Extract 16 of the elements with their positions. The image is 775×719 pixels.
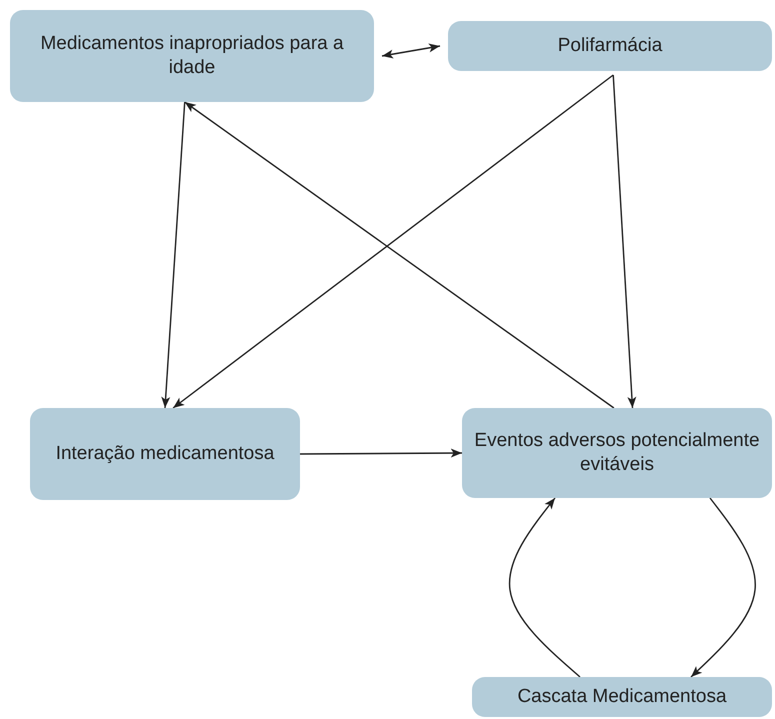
process-box xyxy=(448,21,772,71)
arrow xyxy=(508,498,580,678)
arrow xyxy=(690,498,756,678)
node-label: Polifarmácia xyxy=(558,34,662,58)
process-box xyxy=(462,408,772,498)
node-label: Medicamentos inapropriados para a idade xyxy=(39,32,345,80)
process-box xyxy=(472,677,772,717)
node-label: Interação medicamentosa xyxy=(56,442,274,466)
node-label: Eventos adversos potencialmente evitáveis xyxy=(473,429,761,477)
arrow xyxy=(612,74,636,408)
process-box xyxy=(30,408,300,500)
node-label: Cascata Medicamentosa xyxy=(517,685,727,709)
arrow xyxy=(300,448,462,458)
arrow xyxy=(382,44,440,58)
arrow xyxy=(161,102,186,408)
process-box xyxy=(10,10,374,102)
